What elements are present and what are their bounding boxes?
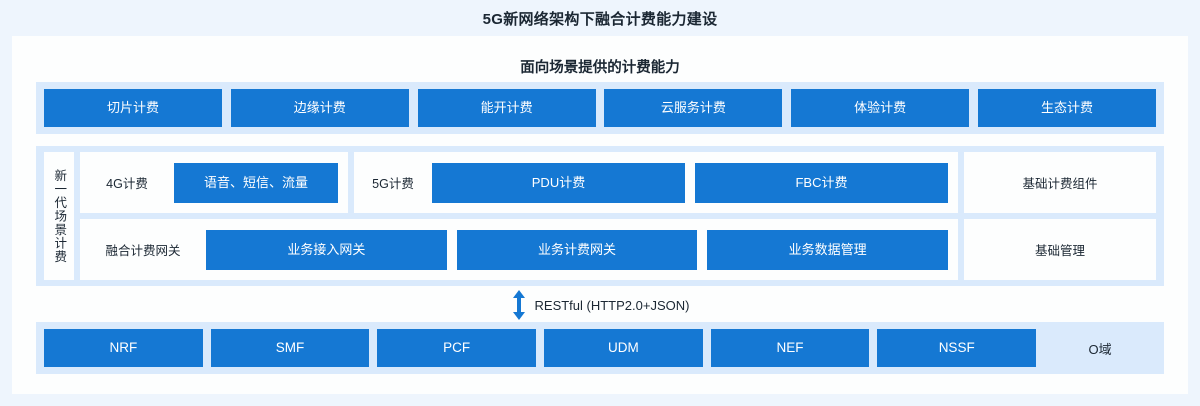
- box-basic-charging-components[interactable]: 基础计费组件: [964, 152, 1156, 213]
- group-4g-charging: 4G计费 语音、短信、流量: [80, 152, 348, 213]
- nf-box-udm[interactable]: UDM: [544, 329, 703, 367]
- group-label-converged-gateway: 融合计费网关: [105, 244, 181, 258]
- capability-box-experience[interactable]: 体验计费: [791, 89, 970, 127]
- chip-service-access-gateway[interactable]: 业务接入网关: [206, 229, 447, 270]
- diagram-title: 5G新网络架构下融合计费能力建设: [482, 11, 718, 28]
- group-converged-charging-gateway: 融合计费网关 业务接入网关 业务计费网关 业务数据管理: [80, 219, 958, 280]
- capability-box-edge[interactable]: 边缘计费: [230, 89, 409, 127]
- section-subtitle: 面向场景提供的计费能力: [520, 60, 680, 76]
- interface-connector: RESTful (HTTP2.0+JSON): [36, 288, 1164, 322]
- charging-platform-rows: 4G计费 语音、短信、流量 5G计费 PDU计费 FBC计费 基础计费组件: [80, 152, 1156, 280]
- label-basic-charging-components: 基础计费组件: [1022, 177, 1098, 191]
- chip-service-data-management[interactable]: 业务数据管理: [707, 229, 949, 270]
- box-basic-management[interactable]: 基础管理: [964, 219, 1156, 280]
- chips-gateway: 业务接入网关 业务计费网关 业务数据管理: [206, 229, 949, 270]
- charging-row-network-charging: 4G计费 语音、短信、流量 5G计费 PDU计费 FBC计费 基础计费组件: [80, 152, 1156, 213]
- chips-5g: PDU计费 FBC计费: [432, 162, 948, 203]
- charging-platform-band: 新一代场景计费 4G计费 语音、短信、流量 5G计费 PDU计费 FBC计费: [36, 146, 1164, 286]
- nf-box-nef[interactable]: NEF: [710, 329, 870, 367]
- nf-box-nssf[interactable]: NSSF: [877, 329, 1037, 367]
- label-basic-management: 基础管理: [1034, 244, 1085, 258]
- side-label-next-gen-scenario-charging: 新一代场景计费: [44, 152, 74, 280]
- chip-service-charging-gateway[interactable]: 业务计费网关: [456, 229, 698, 270]
- chip-voice-sms-data[interactable]: 语音、短信、流量: [174, 162, 338, 203]
- group-label-5g: 5G计费: [372, 177, 414, 191]
- nf-box-smf[interactable]: SMF: [210, 329, 370, 367]
- group-5g-charging: 5G计费 PDU计费 FBC计费: [354, 152, 958, 213]
- charging-row-gateway: 融合计费网关 业务接入网关 业务计费网关 业务数据管理 基础管理: [80, 219, 1156, 280]
- network-function-band: NRF SMF PCF UDM NEF NSSF O域: [36, 322, 1164, 374]
- domain-label-o: O域: [1088, 341, 1112, 357]
- chip-fbc-charging[interactable]: FBC计费: [695, 162, 948, 203]
- interface-protocol-label: RESTful (HTTP2.0+JSON): [534, 297, 690, 313]
- diagram-card: 面向场景提供的计费能力 切片计费 边缘计费 能开计费 云服务计费 体验计费 生态…: [12, 36, 1188, 394]
- nf-box-pcf[interactable]: PCF: [377, 329, 537, 367]
- capability-box-slice[interactable]: 切片计费: [44, 89, 222, 127]
- capability-box-cloud[interactable]: 云服务计费: [604, 89, 783, 127]
- group-label-4g: 4G计费: [106, 177, 148, 191]
- nf-box-nrf[interactable]: NRF: [44, 329, 203, 367]
- chip-pdu-charging[interactable]: PDU计费: [432, 162, 685, 203]
- capability-box-ecology[interactable]: 生态计费: [977, 89, 1156, 127]
- capability-box-capability[interactable]: 能开计费: [417, 89, 596, 127]
- double-arrow-vertical-icon: [512, 290, 525, 320]
- scenario-capability-band: 切片计费 边缘计费 能开计费 云服务计费 体验计费 生态计费: [36, 82, 1164, 134]
